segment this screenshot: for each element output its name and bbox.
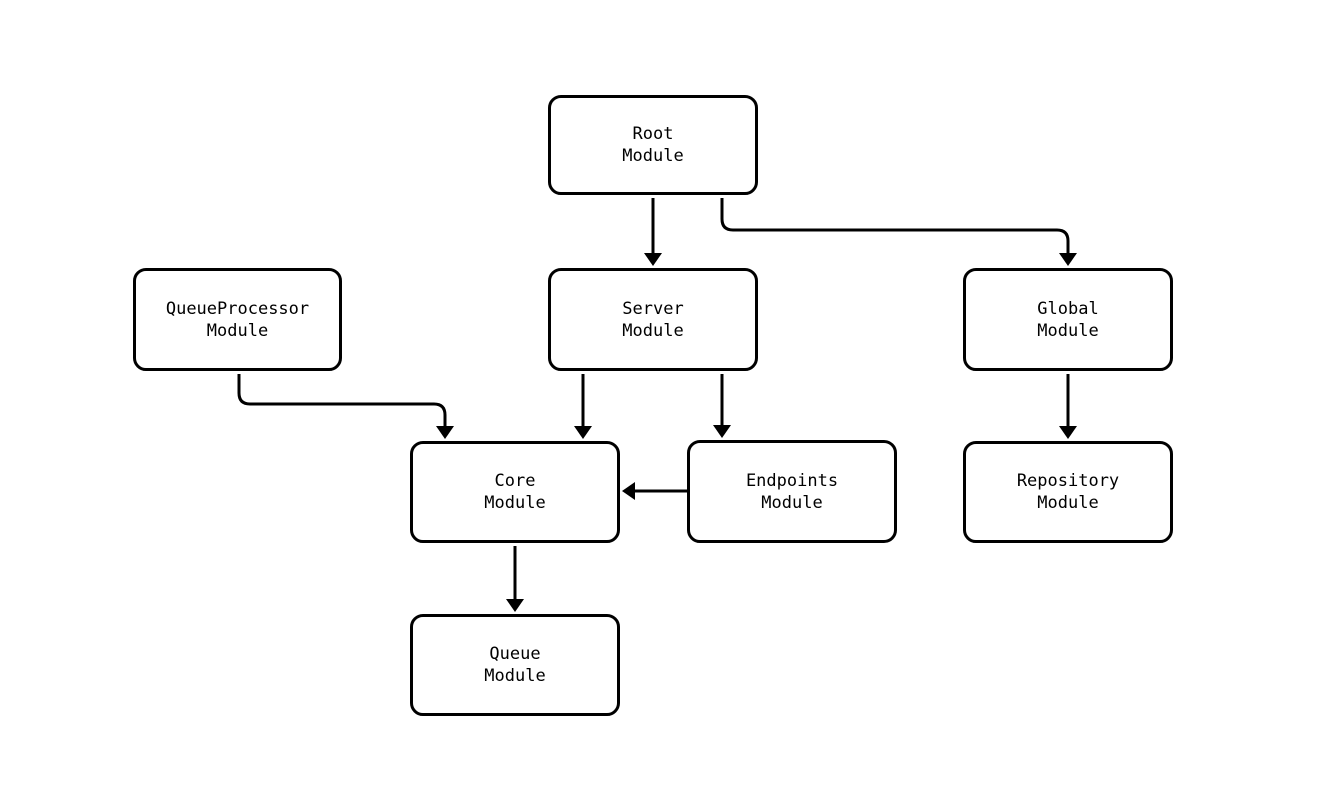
node-root-module[interactable]: Root Module (548, 95, 758, 195)
edge-queueprocessor-to-core (237, 374, 454, 439)
node-repository-module[interactable]: Repository Module (963, 441, 1173, 543)
node-label-line1: Core (494, 471, 536, 491)
node-label-line1: QueueProcessor (165, 298, 310, 319)
edge-core-to-queue (506, 546, 524, 612)
edge-endpoints-to-core (622, 482, 687, 500)
node-label-line2: Module (206, 320, 269, 341)
node-label-line2: Module (484, 493, 546, 513)
node-label-line2: Module (761, 492, 823, 513)
node-label-line2: Module (622, 146, 684, 166)
node-global-module[interactable]: Global Module (963, 268, 1173, 371)
node-server-module[interactable]: Server Module (548, 268, 758, 371)
node-endpoints-module[interactable]: Endpoints Module (687, 440, 897, 543)
node-label-line2: Module (622, 320, 684, 341)
node-queue-module[interactable]: Queue Module (410, 614, 620, 716)
node-label-line2: Module (1037, 493, 1099, 513)
node-label-line2: Module (484, 666, 546, 686)
node-label-line1: Repository (1016, 471, 1120, 491)
node-core-module[interactable]: Core Module (410, 441, 620, 543)
node-queueprocessor-module[interactable]: QueueProcessor Module (133, 268, 342, 371)
edge-global-to-repository (1059, 374, 1077, 439)
node-label-line2: Module (1037, 320, 1099, 341)
node-label-line1: Root (632, 124, 674, 144)
edge-server-to-core (574, 374, 592, 439)
edge-root-to-server (644, 198, 662, 266)
node-label-line1: Global (1037, 298, 1099, 319)
node-label-line1: Server (622, 298, 684, 319)
edge-root-to-global (720, 198, 1077, 266)
edge-server-to-endpoints (713, 374, 731, 438)
node-label-line1: Endpoints (745, 470, 839, 491)
node-label-line1: Queue (489, 644, 541, 664)
